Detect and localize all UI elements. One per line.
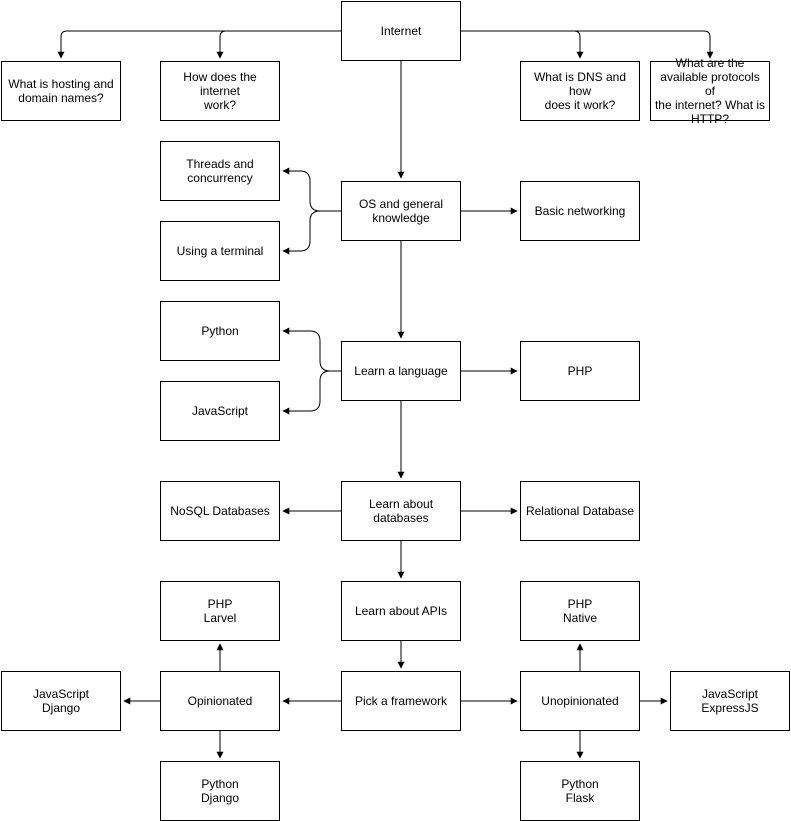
node-php-larvel: PHP Larvel [160, 581, 280, 641]
node-terminal: Using a terminal [160, 221, 280, 281]
edge-language-python [282, 327, 341, 372]
node-relational: Relational Database [520, 481, 640, 541]
node-threads: Threads and concurrency [160, 141, 280, 201]
node-how-internet: How does the internet work? [160, 61, 280, 121]
node-networking: Basic networking [520, 181, 640, 241]
edge-internet-how-internet [216, 30, 341, 59]
node-apis: Learn about APIs [341, 581, 461, 641]
edge-os-threads [282, 167, 341, 212]
node-databases: Learn about databases [341, 481, 461, 541]
edge-language-javascript [282, 370, 341, 415]
node-os: OS and general knowledge [341, 181, 461, 241]
edge-internet-dns [461, 30, 584, 59]
node-python: Python [160, 301, 280, 361]
node-opinionated: Opinionated [160, 671, 280, 731]
node-internet: Internet [341, 1, 461, 61]
node-php: PHP [520, 341, 640, 401]
node-framework: Pick a framework [341, 671, 461, 731]
node-js-django: JavaScript Django [1, 671, 121, 731]
node-language: Learn a language [341, 341, 461, 401]
edge-os-terminal [282, 210, 341, 255]
node-unopinionated: Unopinionated [520, 671, 640, 731]
node-python-django: Python Django [160, 761, 280, 821]
node-protocols: What are the available protocols of the … [650, 56, 770, 126]
edge-internet-protocols [461, 30, 714, 59]
node-hosting: What is hosting and domain names? [1, 61, 121, 121]
node-dns: What is DNS and how does it work? [520, 61, 640, 121]
node-js-express: JavaScript ExpressJS [670, 671, 790, 731]
node-javascript: JavaScript [160, 381, 280, 441]
node-python-flask: Python Flask [520, 761, 640, 821]
node-php-native: PHP Native [520, 581, 640, 641]
node-nosql: NoSQL Databases [160, 481, 280, 541]
edge-internet-hosting [57, 30, 341, 59]
